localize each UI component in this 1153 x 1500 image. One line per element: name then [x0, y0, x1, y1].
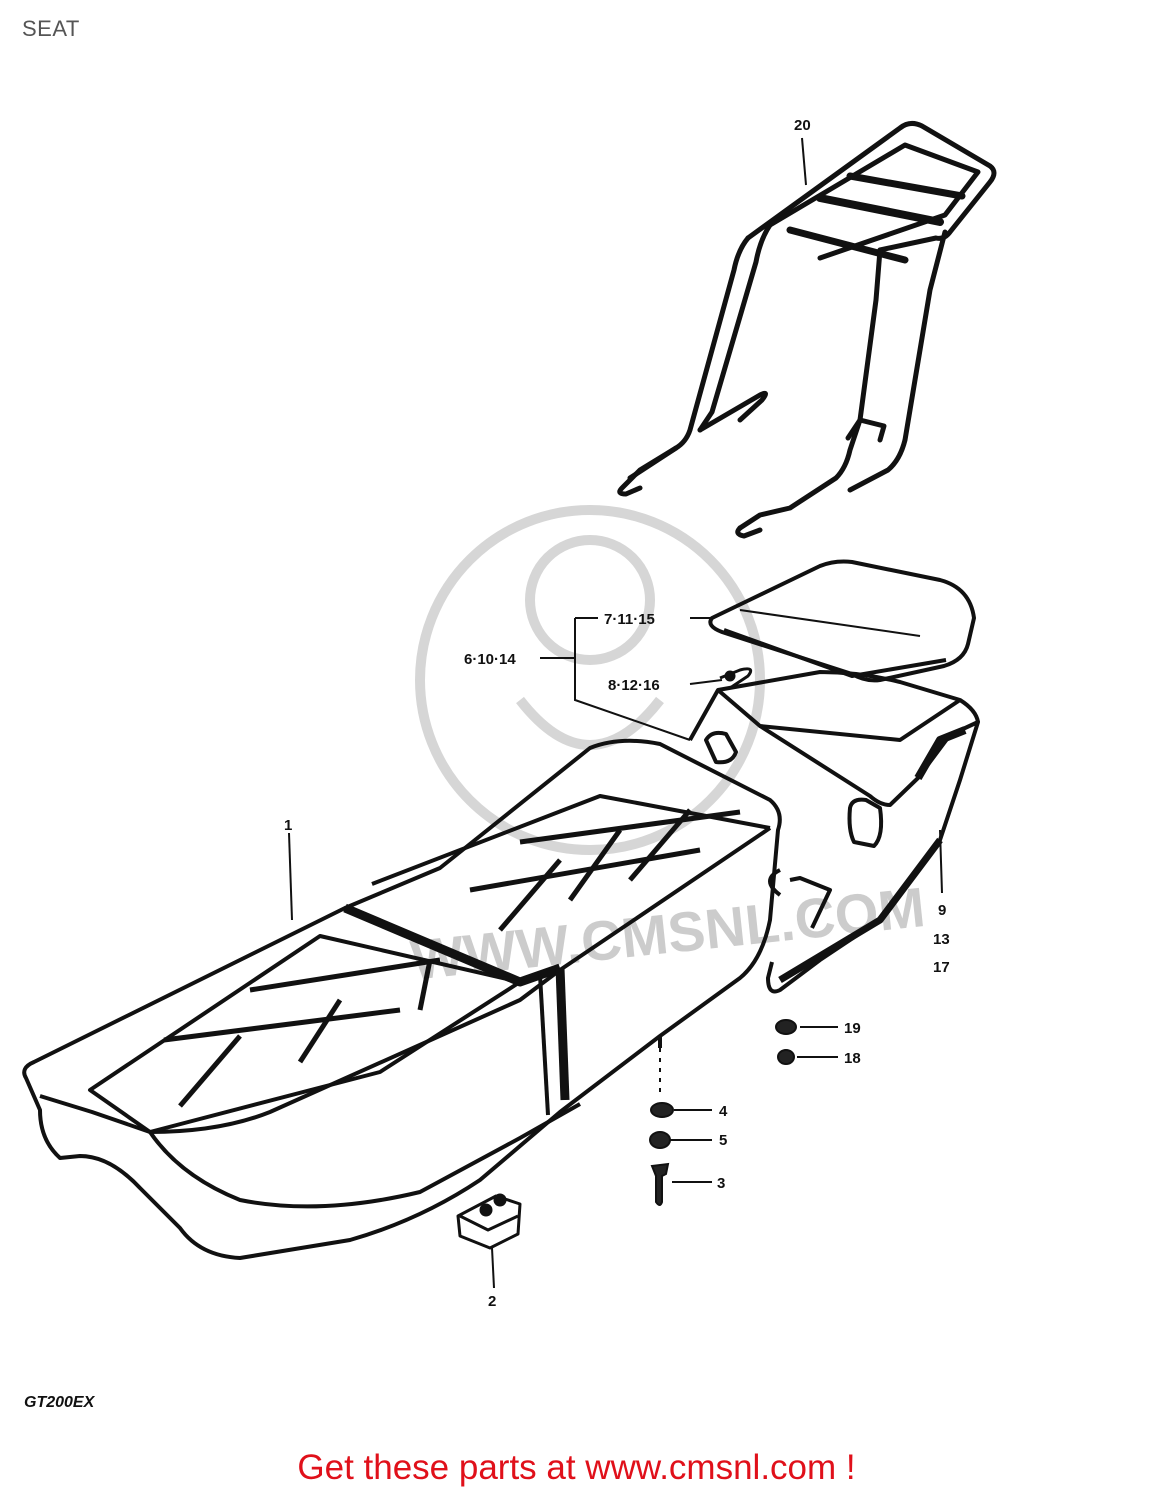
nut-5: [649, 1131, 671, 1149]
fasteners: [649, 1019, 797, 1206]
page-title: SEAT: [22, 16, 80, 41]
callout-18: 18: [844, 1050, 861, 1067]
callout-2: 2: [488, 1293, 496, 1310]
callout-1: 1: [284, 817, 292, 834]
leader-lines: [288, 137, 943, 1289]
cushion-19: [775, 1019, 797, 1035]
callout-9: 9: [938, 902, 946, 919]
cta-link[interactable]: Get these parts at www.cmsnl.com !: [297, 1448, 856, 1487]
callout-7-11-15: 7·11·15: [604, 611, 655, 628]
callout-17: 17: [933, 959, 950, 976]
callout-20: 20: [794, 117, 811, 134]
pillion-pad[interactable]: [708, 559, 976, 683]
callout-6-10-14: 6·10·14: [464, 651, 516, 668]
callout-5: 5: [719, 1132, 727, 1149]
callout-3: 3: [717, 1175, 725, 1192]
callout-4: 4: [719, 1103, 728, 1120]
seat-hinge-clip[interactable]: [719, 667, 753, 690]
tail-cowl[interactable]: [688, 670, 980, 994]
nut-18: [777, 1049, 795, 1065]
callout-19: 19: [844, 1020, 861, 1037]
model-code: GT200EX: [24, 1394, 96, 1411]
seat-damper[interactable]: [456, 1193, 522, 1250]
callout-8-12-16: 8·12·16: [608, 677, 660, 694]
main-seat[interactable]: [22, 738, 782, 1260]
callout-13: 13: [933, 931, 950, 948]
luggage-rack[interactable]: [617, 120, 997, 539]
bolt-3: [650, 1162, 670, 1206]
watermark-logo: [415, 505, 765, 855]
washer-4: [650, 1102, 674, 1118]
